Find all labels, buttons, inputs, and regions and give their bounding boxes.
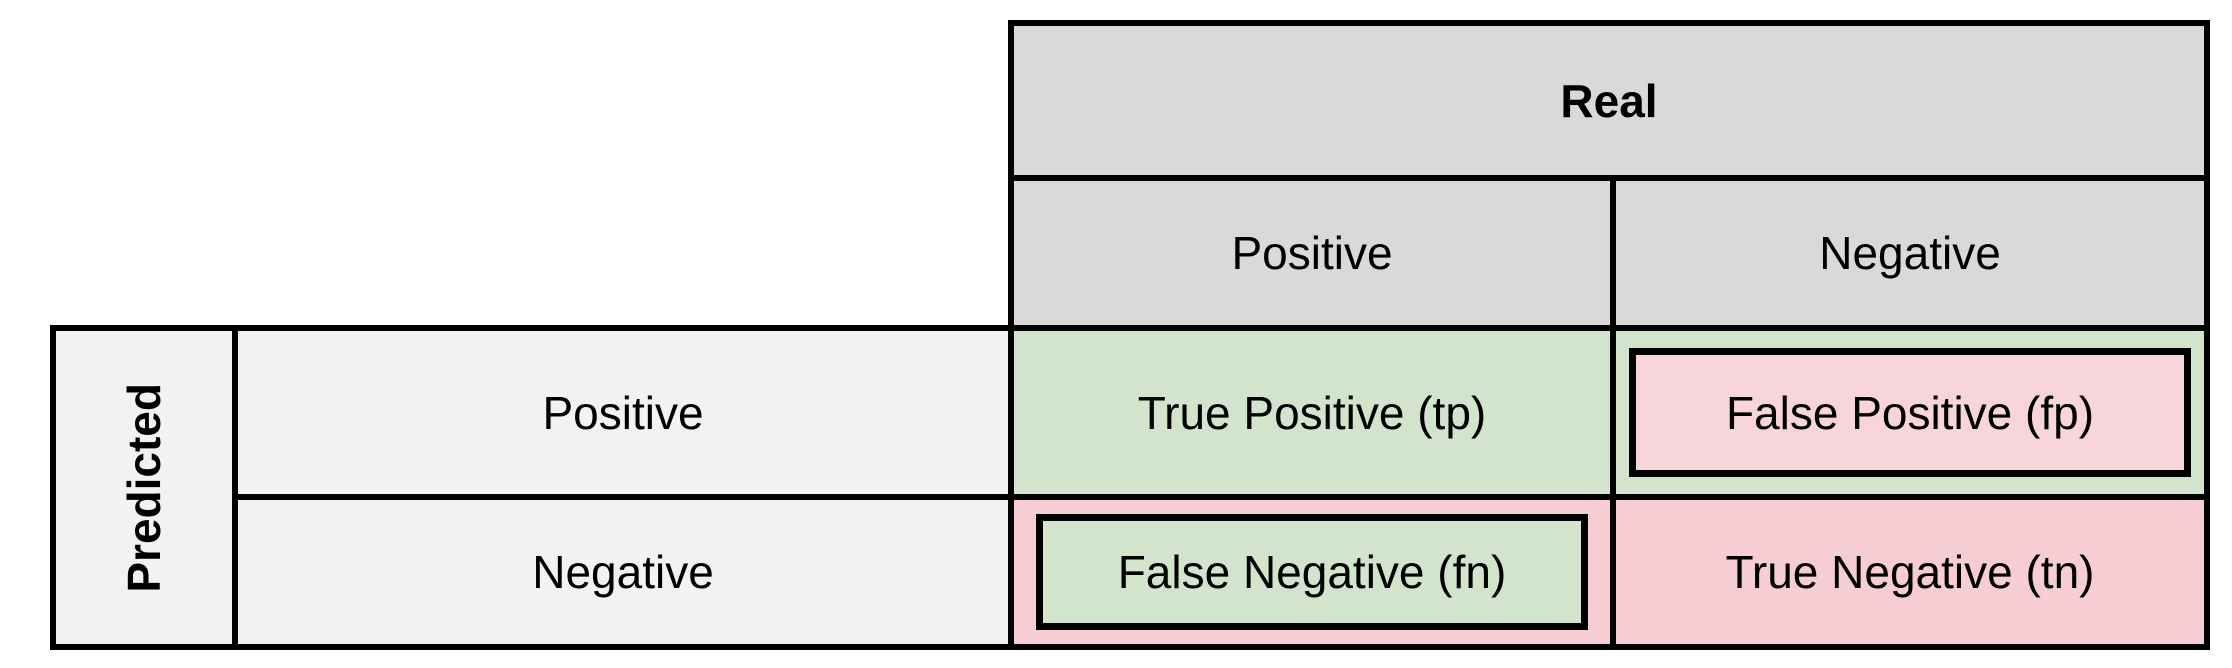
cell-true-negative: True Negative (tn) [1616,500,2204,644]
predicted-axis-header-label: Predicted [118,382,170,593]
false-positive-highlight-box: False Positive (fp) [1629,348,2191,477]
real-column-header-positive: Positive [1014,181,1610,325]
cell-false-negative: False Negative (fn) [1014,500,1610,644]
predicted-row-header-positive: Positive [238,331,1008,494]
predicted-table: Predicted Positive Negative [50,325,1014,650]
predicted-axis-header: Predicted [56,331,232,644]
cell-false-positive: False Positive (fp) [1616,331,2204,494]
real-column-header-negative: Negative [1616,181,2204,325]
real-axis-header: Real [1014,26,2204,175]
cell-false-positive-label: False Positive (fp) [1725,386,2095,439]
predicted-row-header-negative: Negative [238,500,1008,644]
cell-true-positive: True Positive (tp) [1014,331,1610,494]
cell-false-negative-label: False Negative (fn) [1117,546,1507,598]
false-negative-highlight-box: False Negative (fn) [1036,514,1588,630]
real-table: Real Positive Negative True Positive (tp… [1008,20,2210,650]
